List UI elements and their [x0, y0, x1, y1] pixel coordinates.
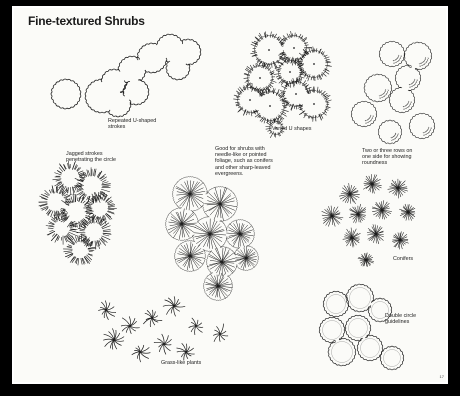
label-conifers: Conifers — [393, 256, 413, 262]
grass-like-plants — [98, 296, 228, 362]
rows-roundness-shrub — [351, 41, 435, 144]
label-rows-roundness: Two or three rows on one side for showin… — [362, 148, 412, 167]
illustration-page: Fine-textured Shrubs Repeated U-shaped s… — [12, 6, 448, 384]
page-number: 17 — [440, 374, 444, 379]
label-grass-like-plants: Grass-like plants — [161, 360, 201, 366]
varied-u-shapes-shrub — [233, 31, 331, 138]
jagged-strokes-shrub — [39, 161, 117, 265]
label-needle-foliage: Good for shrubs with needle-like or poin… — [215, 146, 273, 177]
double-circle-shrub — [319, 284, 404, 370]
shrub-drawings — [14, 8, 450, 386]
label-jagged-strokes: Jagged strokes penetrating the circle — [66, 151, 116, 163]
label-varied-u-shapes: Varied U shapes — [272, 126, 311, 132]
label-double-circle: Double circle guidelines — [385, 313, 416, 325]
repeated-u-strokes-shrub — [51, 34, 201, 117]
needle-foliage-shrub — [165, 176, 258, 300]
label-repeated-u-strokes: Repeated U-shaped strokes — [108, 118, 156, 130]
conifers-shrub — [322, 174, 416, 267]
